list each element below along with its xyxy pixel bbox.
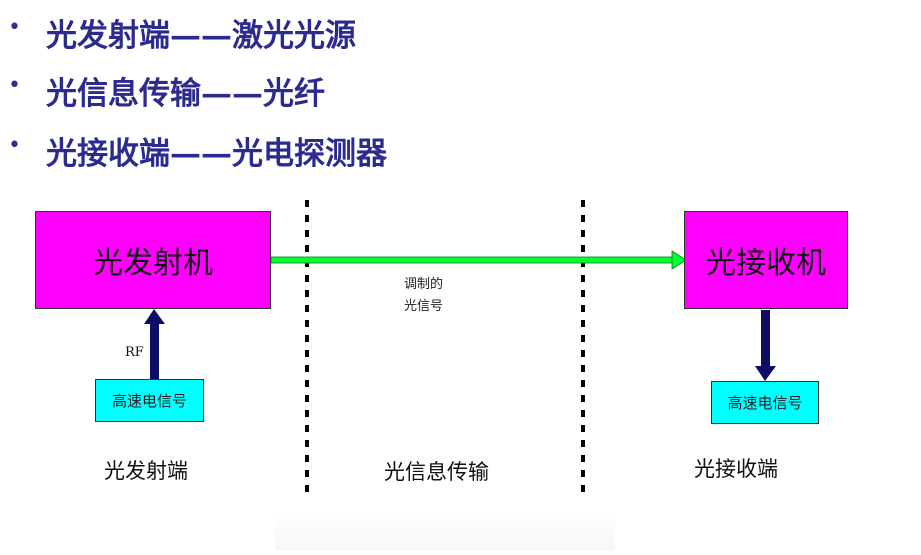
bullet-dot-icon: • [8, 133, 21, 158]
bullet-text: 光接收端——光电探测器 [46, 136, 387, 172]
faint-background-strip [275, 510, 615, 550]
output-signal-arrow [755, 310, 776, 381]
rf-label: RF [125, 345, 144, 360]
bullet-text: 光发射端——激光光源 [46, 18, 356, 54]
optical-signal-label: 调制的 光信号 [404, 274, 443, 318]
optical-signal-label-line1: 调制的 [404, 277, 444, 292]
receiver-box: 光接收机 [684, 211, 848, 309]
section-label-receive: 光接收端 [694, 457, 778, 481]
bullet-text: 光信息传输——光纤 [46, 76, 325, 112]
section-label-transmission: 光信息传输 [384, 460, 489, 484]
output-signal-box: 高速电信号 [711, 381, 819, 424]
transmitter-box: 光发射机 [35, 211, 271, 309]
optical-signal-arrow [270, 250, 687, 270]
optical-signal-label-line2: 光信号 [404, 299, 444, 314]
bullet-dot-icon: • [8, 15, 21, 40]
rf-input-arrow [144, 309, 165, 379]
section-label-transmit: 光发射端 [104, 459, 188, 483]
bullet-dot-icon: • [8, 73, 21, 98]
input-signal-box: 高速电信号 [95, 379, 204, 422]
